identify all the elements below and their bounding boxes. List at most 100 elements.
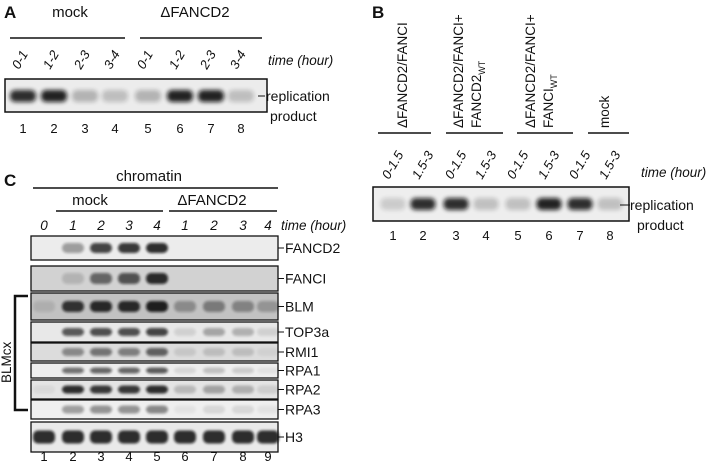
- blot-rpa2: RPA2: [30, 379, 321, 400]
- blot-band: [257, 385, 279, 394]
- blot-band: [174, 385, 196, 394]
- panel-b-lane-number: 8: [606, 228, 613, 243]
- panel-c-time-label: 0: [40, 218, 48, 233]
- blot-blm: BLM: [30, 292, 314, 321]
- blot-band: [203, 405, 225, 414]
- panel-b-band-label-line1: replication: [630, 197, 694, 213]
- panel-c-lane-number: 6: [181, 449, 188, 464]
- panel-c-lane-number: 8: [239, 449, 246, 464]
- panel-b-group-3-name: FANCI: [541, 88, 556, 128]
- panel-c-lane-number: 1: [40, 449, 47, 464]
- panel-c-lane-number: 2: [69, 449, 76, 464]
- panel-b-time-label: 1.5-3: [472, 148, 500, 182]
- blot-band: [118, 273, 140, 284]
- panel-a-time-label: 2-3: [70, 47, 93, 72]
- panel-c-lane-number: 9: [264, 449, 271, 464]
- blot-band: [62, 328, 84, 336]
- blot-band: [257, 367, 279, 374]
- blot-band: [174, 405, 196, 414]
- panel-a-band: [198, 90, 224, 102]
- blot-band: [118, 301, 140, 312]
- panel-c-group-dfancd2: ΔFANCD2: [177, 192, 246, 209]
- blot-fanci: FANCI: [30, 265, 326, 292]
- blot-band: [62, 367, 84, 374]
- blot-band: [90, 243, 112, 253]
- panel-c-time-label: 2: [209, 218, 218, 233]
- panel-c-blmcx-label: BLMcx: [0, 341, 14, 383]
- blot-band: [232, 301, 254, 312]
- panel-a-group-mock: mock: [52, 4, 88, 21]
- blot-label: RPA1: [285, 363, 321, 379]
- blot-band: [62, 348, 84, 356]
- panel-c-time-label: 3: [239, 218, 247, 233]
- panel-a-time-label: 0-1: [134, 48, 156, 72]
- panel-b-time-header: time (hour): [641, 165, 706, 180]
- panel-b-time-label: 0-1.5: [504, 148, 532, 182]
- panel-a-lane-number: 2: [50, 121, 57, 136]
- panel-b-group-3-line2: FANCIWT: [541, 74, 559, 128]
- panel-b-band: [443, 198, 469, 210]
- blot-band: [33, 301, 55, 312]
- blot-band: [62, 301, 84, 312]
- blot-band: [118, 405, 140, 414]
- panel-a-band: [102, 90, 128, 102]
- panel-b-label: B: [372, 3, 384, 22]
- panel-b-group-4-line1: mock: [597, 95, 612, 128]
- blot-label: RMI1: [285, 344, 319, 360]
- panel-b-time-label: 1.5-3: [596, 148, 624, 182]
- panel-c-time-label: 4: [153, 218, 161, 233]
- panel-a-time-label: 3-4: [227, 48, 249, 72]
- blot-band: [203, 367, 225, 374]
- panel-b-time-label: 1.5-3: [535, 148, 563, 182]
- blot-band: [118, 348, 140, 356]
- blot-band: [118, 430, 140, 444]
- blot-band: [257, 430, 279, 444]
- blot-band: [146, 301, 168, 312]
- blot-band: [146, 348, 168, 356]
- panel-a-lane-number: 7: [207, 121, 214, 136]
- blot-band: [62, 385, 84, 394]
- panel-b-band-label-line2: product: [637, 217, 684, 233]
- panel-a-lane-number: 6: [176, 121, 183, 136]
- panel-b-band: [473, 198, 499, 210]
- panel-b-band: [505, 198, 531, 210]
- panel-b: B ΔFANCD2/FANCI ΔFANCD2/FANCI+ FANCD2WT …: [372, 3, 706, 243]
- panel-a-label: A: [4, 3, 16, 22]
- blot-band: [90, 348, 112, 356]
- blot-band: [33, 385, 55, 394]
- blot-rpa1: RPA1: [30, 362, 321, 379]
- panel-b-group-3-sub: WT: [549, 74, 559, 88]
- blot-band: [146, 273, 168, 284]
- blot-band: [174, 367, 196, 374]
- blot-band: [90, 367, 112, 374]
- blot-band: [203, 301, 225, 312]
- blot-band: [232, 430, 254, 444]
- blot-band: [174, 430, 196, 444]
- blot-band: [118, 328, 140, 336]
- panel-b-time-label: 1.5-3: [409, 148, 437, 182]
- blot-rmi1: RMI1: [30, 342, 319, 362]
- blot-band: [90, 328, 112, 336]
- panel-a-band-label-line1: replication: [266, 88, 330, 104]
- blot-rpa3: RPA3: [30, 399, 321, 420]
- panel-c-lane-number: 7: [210, 449, 217, 464]
- blot-band: [232, 348, 254, 356]
- blot-band: [146, 328, 168, 336]
- blot-label: RPA2: [285, 382, 321, 398]
- blot-band: [232, 385, 254, 394]
- blot-label: H3: [285, 429, 303, 445]
- panel-b-time-label: 0-1.5: [379, 148, 407, 182]
- blot-band: [90, 301, 112, 312]
- panel-b-band: [567, 198, 593, 210]
- blot-band: [232, 367, 254, 374]
- blot-label: RPA3: [285, 402, 321, 418]
- panel-a-time-label: 1-2: [40, 47, 63, 71]
- blot-band: [174, 301, 196, 312]
- panel-a-group-dfancd2: ΔFANCD2: [160, 4, 229, 21]
- panel-c-blmcx-bracket: [13, 294, 28, 412]
- panel-a-band-label-line2: product: [270, 108, 317, 124]
- panel-a-band: [167, 90, 193, 102]
